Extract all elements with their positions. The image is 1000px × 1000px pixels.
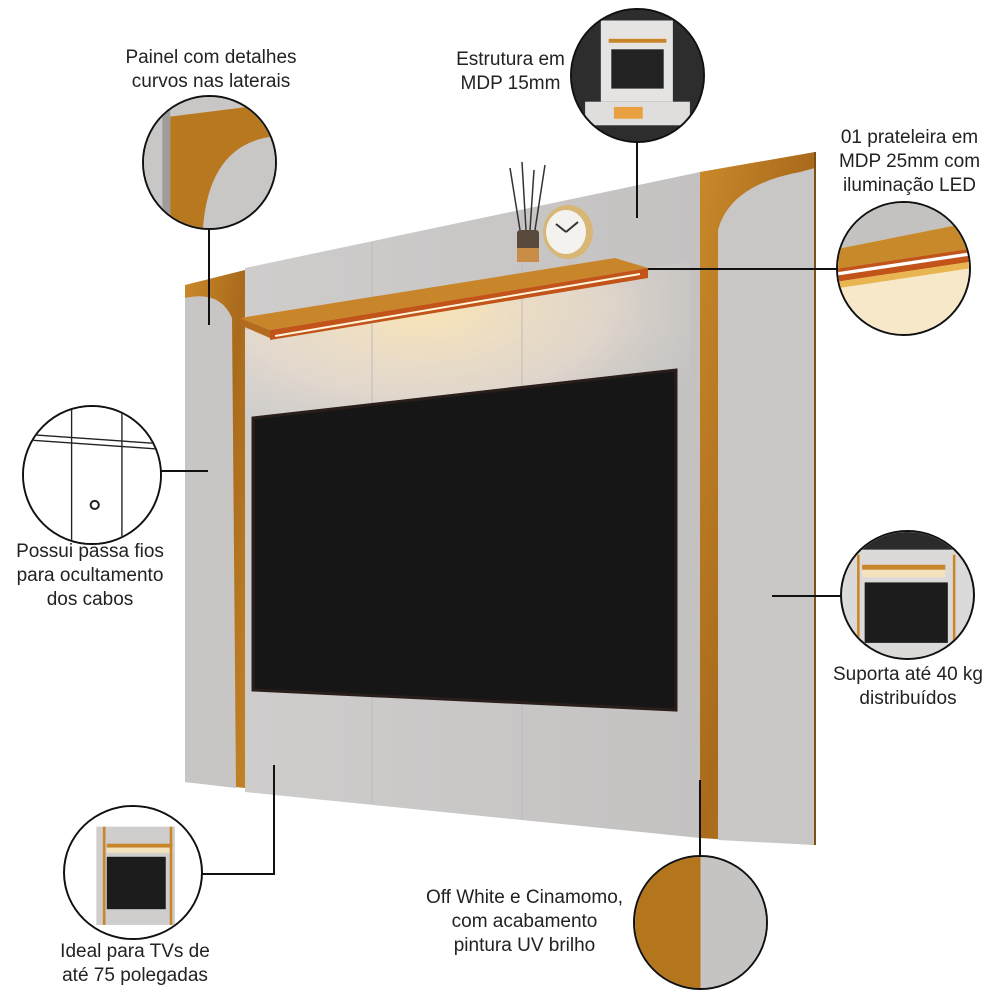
leader-line: [200, 873, 275, 875]
detail-circle-cable-hole: [22, 405, 162, 545]
left-side-panel: [185, 296, 236, 788]
callout-finish: Off White e Cinamomo, com acabamento pin…: [425, 887, 624, 956]
leader-line: [273, 765, 275, 875]
clock-decor: [543, 205, 593, 259]
callout-weight: Suporta até 40 kg distribuídos: [833, 664, 983, 709]
callout-structure: Estrutura em MDP 15mm: [456, 49, 565, 94]
detail-circle-curved-corner: [142, 95, 277, 230]
callout-shelf: 01 prateleira em MDP 25mm com iluminação…: [838, 127, 981, 196]
leader-line: [648, 268, 838, 270]
leader-line: [636, 143, 638, 218]
leader-line: [772, 595, 842, 597]
diffuser-decor: [509, 161, 546, 262]
callout-curved-details: Painel com detalhes curvos nas laterais: [125, 47, 297, 92]
shelf-top: [240, 258, 648, 330]
detail-circle-tv-mounted: [840, 530, 975, 660]
leader-line: [699, 780, 701, 855]
leader-line: [208, 230, 210, 325]
detail-circle-led-shelf: [836, 201, 971, 336]
shelf-front: [240, 318, 270, 338]
detail-circle-full-panel: [63, 805, 203, 940]
detail-circle-room-view: [570, 8, 705, 143]
tv-screen: [251, 368, 678, 712]
callout-cable-pass: Possui passa fios para ocultamento dos c…: [16, 541, 164, 610]
detail-circle-finish-swatch: [633, 855, 768, 990]
right-side-panel: [718, 168, 815, 845]
callout-tv-size: Ideal para TVs de até 75 polegadas: [60, 941, 210, 986]
leader-line: [160, 470, 208, 472]
